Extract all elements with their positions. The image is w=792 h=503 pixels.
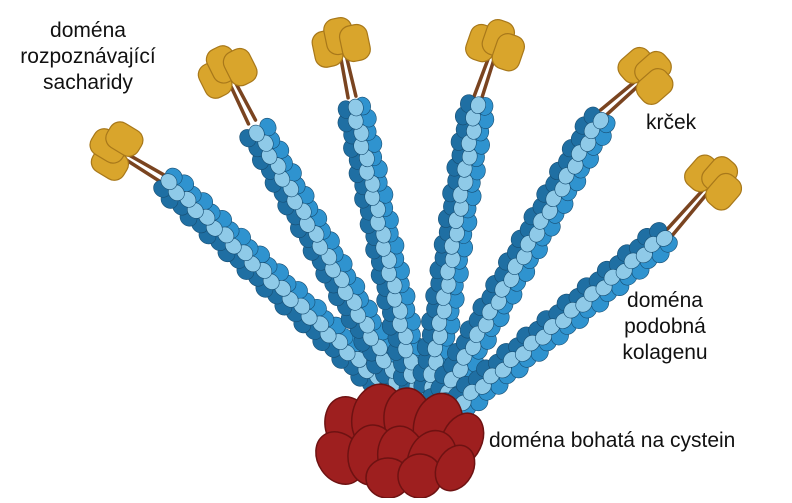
label-collagen-line-3: kolagenu (600, 340, 730, 366)
carbohydrate-recognition-head (86, 118, 147, 185)
carbohydrate-recognition-head (195, 42, 261, 102)
label-cysteine-rich-domain: doména bohatá na cystein (489, 428, 735, 454)
collagen-arms (86, 16, 746, 431)
label-neck: krček (646, 110, 696, 136)
label-collagen-like-domain: doména podobná kolagenu (600, 288, 730, 366)
label-carbohydrate-recognition-domain: doména rozpoznávající sacharidy (0, 18, 176, 96)
carbohydrate-recognition-head (310, 16, 372, 70)
label-collagen-line-1: doména (600, 288, 730, 314)
label-crd-line-3: sacharidy (0, 70, 176, 96)
label-crd-line-2: rozpoznávající (0, 44, 176, 70)
label-collagen-line-2: podobná (600, 314, 730, 340)
label-crd-line-1: doména (0, 18, 176, 44)
carbohydrate-recognition-head (463, 17, 528, 74)
